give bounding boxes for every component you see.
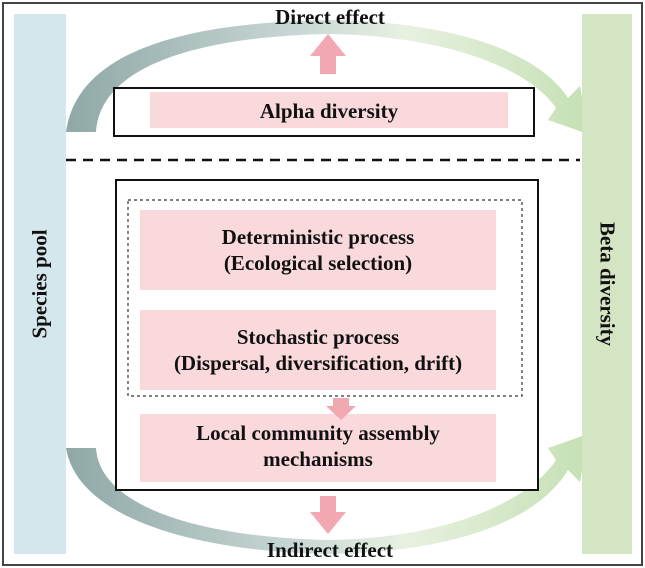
alpha-diversity-label: Alpha diversity <box>259 99 399 123</box>
indirect-effect-label: Indirect effect <box>266 538 394 562</box>
beta-diversity-label: Beta diversity <box>595 221 620 347</box>
deterministic-line2: (Ecological selection) <box>223 251 413 276</box>
stochastic-label: Stochastic process (Dispersal, diversifi… <box>132 324 504 377</box>
process-dotted-frame <box>127 199 523 397</box>
local-assembly-line2: mechanisms <box>263 447 373 472</box>
beta-diversity-bar <box>582 14 632 554</box>
stochastic-line1: Stochastic process <box>236 325 400 349</box>
stochastic-line2: (Dispersal, diversification, drift) <box>173 351 463 376</box>
indirect-effect-arrow <box>310 496 346 534</box>
assembly-down-arrow <box>326 398 356 420</box>
deterministic-box <box>140 210 496 290</box>
deterministic-line1: Deterministic process <box>221 225 415 249</box>
direct-effect-arrow <box>310 34 346 74</box>
indirect-effect-arc <box>66 434 588 554</box>
direct-effect-arc <box>66 20 588 134</box>
species-pool-bar <box>14 14 66 554</box>
stochastic-box <box>140 310 496 390</box>
deterministic-label: Deterministic process (Ecological select… <box>140 224 496 277</box>
species-pool-label: Species pool <box>27 229 52 339</box>
alpha-box-fill <box>150 92 508 128</box>
local-assembly-line1: Local community assembly <box>196 421 440 445</box>
local-assembly-label: Local community assembly mechanisms <box>140 420 496 473</box>
direct-effect-label: Direct effect <box>275 5 385 29</box>
local-assembly-box <box>140 414 496 482</box>
